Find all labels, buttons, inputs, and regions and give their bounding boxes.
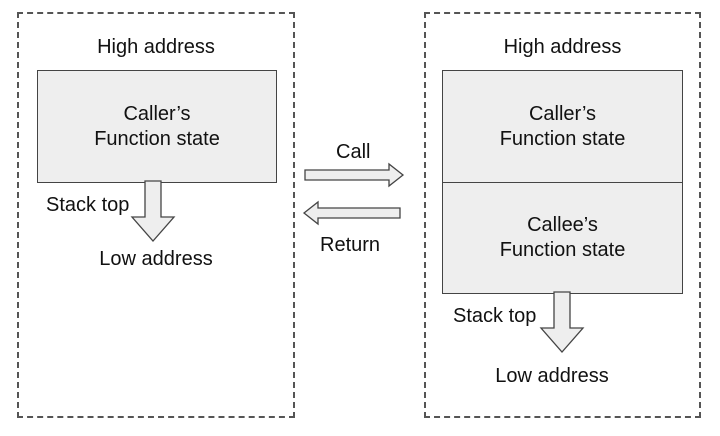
return-label: Return bbox=[320, 234, 381, 256]
caller-callee-stack-panel bbox=[424, 12, 701, 418]
return-arrow bbox=[302, 200, 401, 226]
right-low-address-label: Low address bbox=[495, 365, 609, 387]
left-caller-function-state: Caller’s Function state bbox=[37, 70, 277, 183]
right-caller-line1: Caller’s bbox=[528, 103, 597, 125]
right-stack-growth-arrow bbox=[539, 291, 585, 353]
left-stack-top-label: Stack top bbox=[46, 194, 130, 216]
right-callee-function-state: Callee’s Function state bbox=[442, 182, 683, 294]
right-high-address-label: High address bbox=[503, 36, 622, 58]
right-caller-line2: Function state bbox=[499, 128, 626, 150]
call-label: Call bbox=[336, 141, 371, 163]
right-callee-line1: Callee’s bbox=[527, 214, 598, 236]
left-caller-line2: Function state bbox=[94, 127, 220, 150]
right-stack-top-label: Stack top bbox=[453, 305, 537, 327]
left-stack-growth-arrow bbox=[130, 180, 176, 242]
call-arrow bbox=[304, 162, 405, 188]
left-low-address-label: Low address bbox=[99, 248, 213, 270]
caller-only-stack-panel bbox=[17, 12, 295, 418]
left-high-address-label: High address bbox=[97, 36, 215, 58]
right-caller-function-state: Caller’s Function state bbox=[442, 70, 683, 184]
right-callee-line2: Function state bbox=[499, 239, 626, 261]
left-caller-line1: Caller’s bbox=[123, 102, 191, 125]
